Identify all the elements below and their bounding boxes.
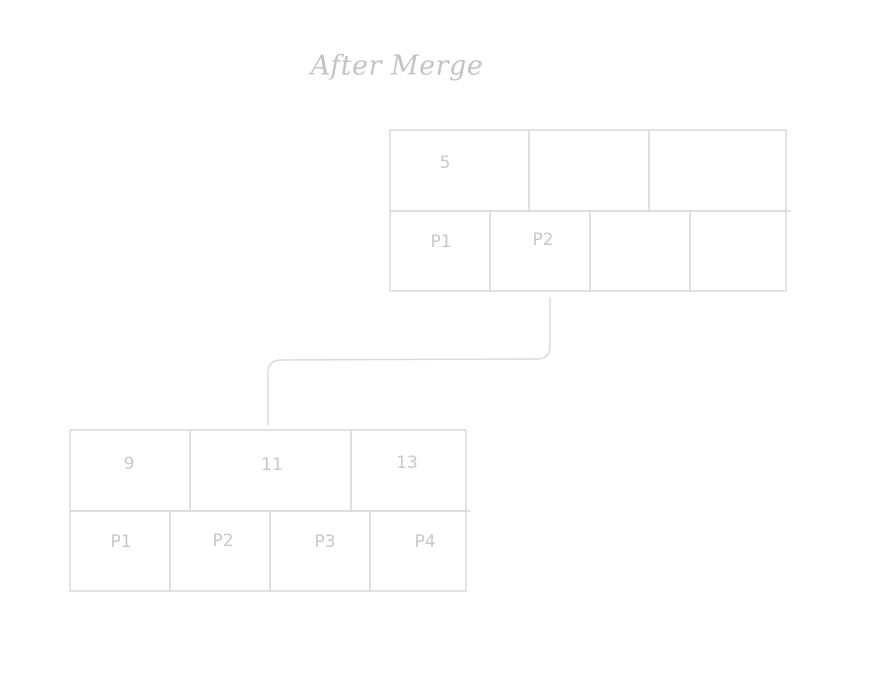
child-pointer-label: P3 — [314, 532, 335, 552]
child-pointer-label: P1 — [110, 532, 131, 552]
pointer-connector — [267, 297, 551, 426]
child-pointer-row: P1 P2 P3 P4 — [69, 510, 467, 592]
child-key-label: 11 — [261, 455, 283, 475]
parent-key-row: 5 — [389, 129, 787, 212]
parent-pointer-row: P1 P2 — [389, 210, 787, 292]
parent-node: 5 P1 P2 — [389, 129, 791, 292]
parent-key-cell — [648, 129, 787, 212]
parent-pointer-cell — [489, 210, 591, 292]
child-key-label: 13 — [396, 453, 418, 473]
parent-pointer-cell — [689, 210, 787, 292]
parent-pointer-label: P2 — [532, 230, 553, 250]
parent-pointer-label: P1 — [430, 232, 451, 252]
child-pointer-label: P2 — [212, 531, 233, 551]
parent-pointer-cell — [589, 210, 691, 292]
child-key-label: 9 — [124, 454, 135, 474]
parent-key-cell — [528, 129, 650, 212]
child-key-row: 9 11 13 — [69, 429, 467, 512]
diagram-title: After Merge — [308, 51, 484, 82]
child-node: 9 11 13 P1 P2 P3 P4 — [69, 429, 471, 592]
parent-key-label: 5 — [440, 153, 451, 173]
child-pointer-cell — [169, 510, 271, 592]
child-pointer-label: P4 — [414, 532, 435, 552]
child-pointer-cell — [369, 510, 467, 592]
parent-key-cell — [389, 129, 530, 212]
